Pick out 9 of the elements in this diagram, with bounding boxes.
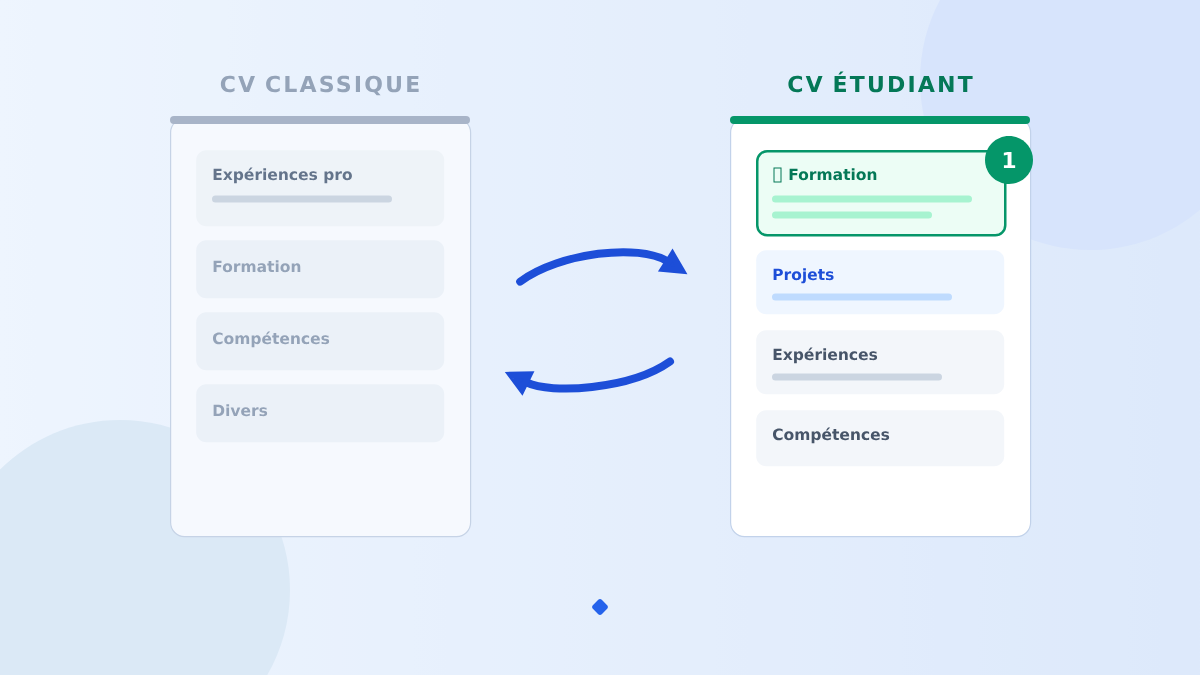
section-box: Expériences [756, 330, 1005, 395]
section-box: Projets [756, 250, 1005, 315]
section-box: Formation [196, 240, 445, 299]
card-heading: CV ÉTUDIANT [788, 71, 973, 93]
card-heading: CV CLASSIQUE [220, 75, 419, 96]
section-box: Compétences [756, 410, 1005, 467]
section-box: Expériences pro [196, 150, 445, 227]
section-box: Divers [196, 384, 445, 443]
section-box: Compétences [196, 312, 445, 371]
